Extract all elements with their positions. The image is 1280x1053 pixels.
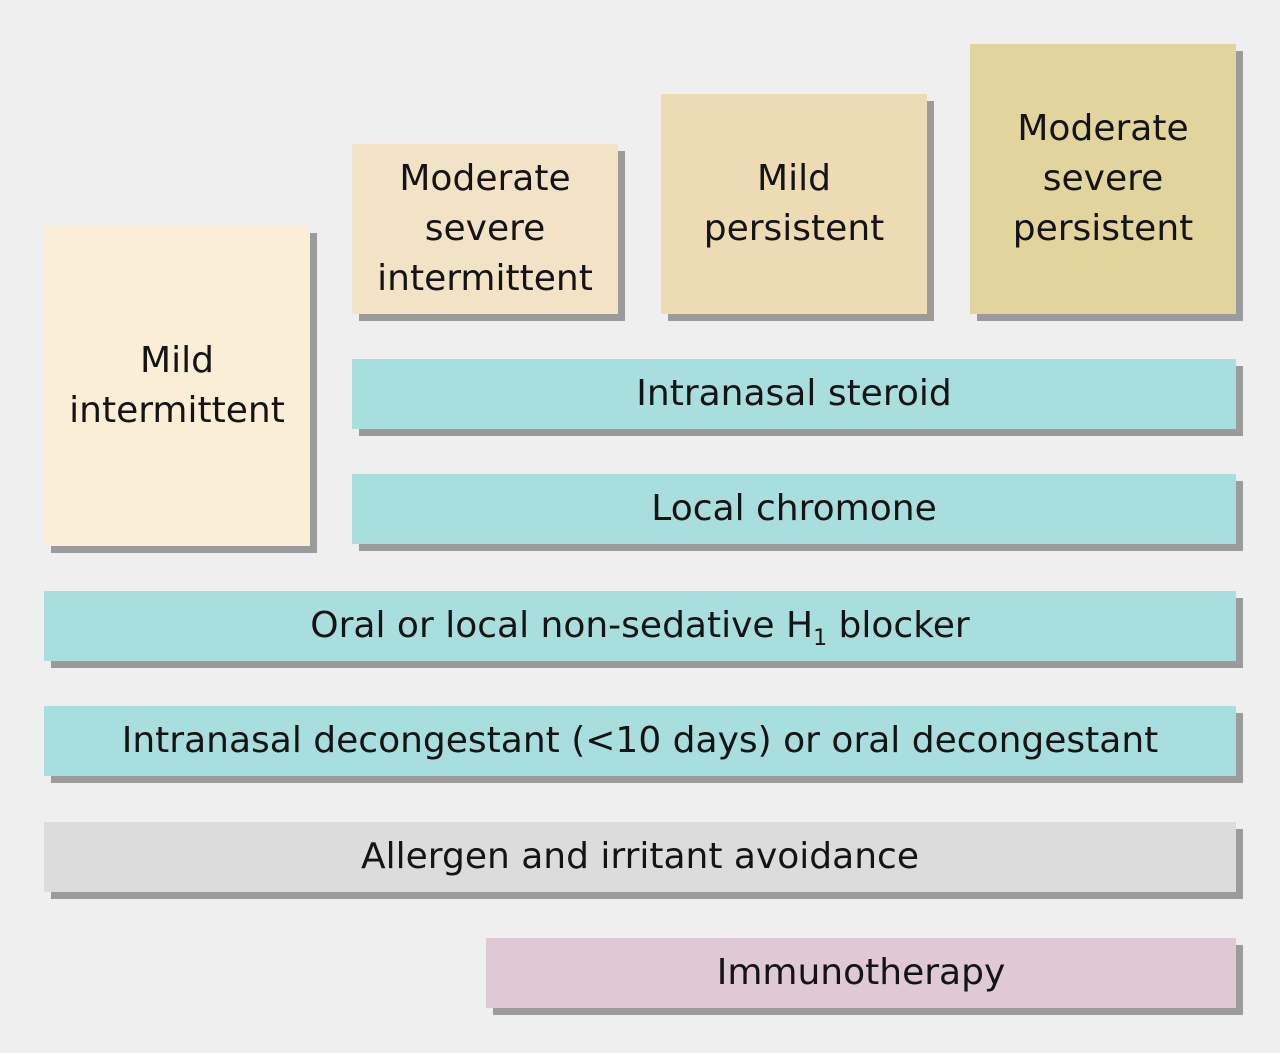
h1-blocker-label: Oral or local non-sedative H1 blocker (310, 605, 970, 651)
severity-mild-persistent: Mild persistent (661, 94, 927, 314)
treatment-h1-blocker: Oral or local non-sedative H1 blocker (44, 591, 1236, 661)
treatment-immunotherapy: Immunotherapy (486, 938, 1236, 1008)
treatment-intranasal-steroid: Intranasal steroid (352, 359, 1236, 429)
treatment-avoidance: Allergen and irritant avoidance (44, 822, 1236, 892)
h1-subscript: 1 (813, 626, 828, 651)
treatment-decongestant: Intranasal decongestant (<10 days) or or… (44, 706, 1236, 776)
severity-moderate-severe-intermittent: Moderate severe intermittent (352, 144, 618, 314)
severity-moderate-severe-persistent: Moderate severe persistent (970, 44, 1236, 314)
severity-mild-intermittent: Mild intermittent (44, 226, 310, 546)
treatment-local-chromone: Local chromone (352, 474, 1236, 544)
